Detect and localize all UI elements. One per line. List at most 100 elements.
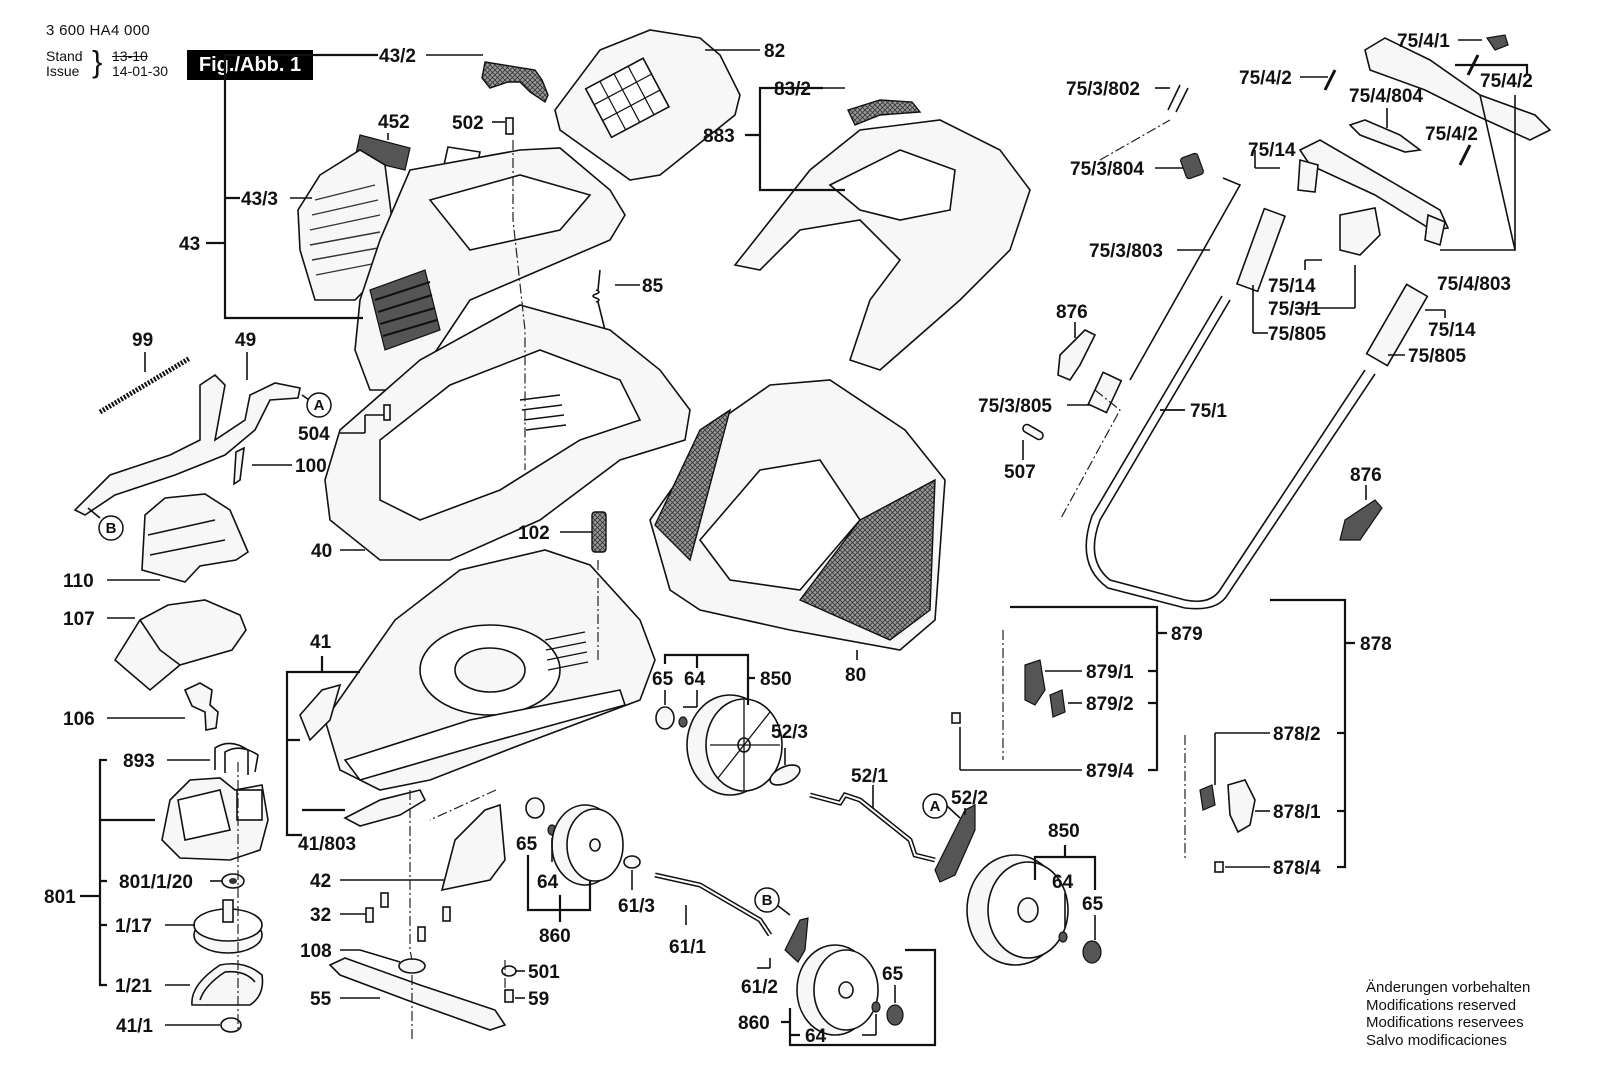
label-1-21: 1/21 (115, 976, 152, 997)
label-102: 102 (518, 523, 550, 544)
label-879-1: 879/1 (1086, 662, 1134, 683)
label-80: 80 (845, 665, 866, 686)
label-52-1: 52/1 (851, 766, 888, 787)
label-876-lower: 876 (1350, 465, 1382, 486)
label-61-2: 61/2 (741, 977, 778, 998)
guard-42 (440, 803, 506, 892)
label-61-1: 61/1 (669, 937, 706, 958)
label-878: 878 (1360, 634, 1392, 655)
label-1-17: 1/17 (115, 916, 152, 937)
part-labels: 43/2 82 83/2 883 452 502 43/3 43 85 99 4… (44, 31, 1533, 1047)
switch-106 (183, 682, 219, 731)
marker-a-upper: A (306, 392, 332, 418)
bushing-52-3 (769, 764, 801, 786)
clip-75-4-1 (1485, 34, 1509, 51)
link-100 (233, 446, 245, 486)
cap-65d (1082, 940, 1102, 964)
label-65-rear-left: 65 (516, 834, 538, 855)
label-55: 55 (310, 989, 332, 1010)
label-507: 507 (1004, 462, 1036, 483)
notice-de: Änderungen vorbehalten (1366, 979, 1531, 996)
label-41-803: 41/803 (298, 834, 356, 855)
chassis-40 (324, 304, 691, 561)
handle-top-75-4 (1364, 37, 1552, 141)
label-75-4-2-right: 75/4/2 (1480, 71, 1533, 92)
label-41-1: 41/1 (116, 1016, 153, 1037)
label-65-right: 65 (1082, 894, 1104, 915)
label-40: 40 (311, 541, 332, 562)
stand-label: Stand (46, 48, 83, 64)
switch-box-75-3-1 (1339, 207, 1381, 256)
clamp-75-3-805 (1087, 371, 1123, 414)
label-43-3: 43/3 (241, 189, 278, 210)
label-883: 883 (703, 126, 735, 147)
label-82: 82 (764, 41, 785, 62)
label-32: 32 (310, 905, 331, 926)
label-75-3-802: 75/3/802 (1066, 79, 1140, 100)
label-878-4: 878/4 (1273, 858, 1321, 879)
issue-date: 14-01-30 (112, 63, 169, 79)
label-876-upper: 876 (1056, 302, 1088, 323)
washer-64c (871, 1001, 881, 1013)
label-801-1-20: 801/1/20 (119, 872, 193, 893)
label-110: 110 (63, 571, 94, 592)
label-75-4-2-top: 75/4/2 (1239, 68, 1292, 89)
label-85: 85 (642, 276, 664, 297)
label-107: 107 (63, 609, 95, 630)
label-99: 99 (132, 330, 153, 351)
notice-es: Salvo modificaciones (1366, 1031, 1507, 1049)
screws-32 (365, 892, 451, 942)
svg-text:B: B (106, 520, 117, 537)
wheel-850a (686, 694, 783, 796)
modifications-notice: Änderungen vorbehalten Modifications res… (1366, 979, 1530, 1049)
label-860-rear-right: 860 (738, 1013, 770, 1034)
issue-label: Issue (46, 63, 80, 79)
lever-49 (73, 373, 301, 516)
washer-64a (678, 716, 688, 728)
svg-text:A: A (314, 397, 325, 414)
label-502: 502 (452, 113, 484, 134)
svg-text:A: A (930, 798, 941, 815)
label-75-14-mid: 75/14 (1268, 276, 1316, 297)
cover-82 (554, 29, 741, 181)
blade-55 (328, 957, 507, 1031)
handle-lower-75-4-803 (1297, 139, 1450, 247)
screw-879-4 (951, 712, 961, 724)
label-64-right: 64 (1052, 872, 1074, 893)
cover-75-805a (1235, 207, 1287, 293)
washer-108 (398, 958, 426, 974)
brace-glyph: } (92, 44, 103, 79)
axle-52-1 (809, 792, 936, 863)
flap-110 (141, 493, 249, 583)
label-75-3-804: 75/3/804 (1070, 159, 1144, 180)
notice-fr: Modifications reservees (1366, 1014, 1524, 1031)
cap-65a (655, 706, 675, 730)
label-878-1: 878/1 (1273, 802, 1321, 823)
label-879-4: 879/4 (1086, 761, 1134, 782)
leader-lines (87, 39, 1482, 1026)
label-43-2: 43/2 (379, 46, 416, 67)
rear-flap-41-803 (343, 789, 427, 827)
label-43: 43 (179, 234, 200, 255)
label-106: 106 (63, 709, 95, 730)
spring-85 (592, 269, 606, 331)
tube-878 (1171, 488, 1328, 856)
label-75-805-left: 75/805 (1268, 324, 1327, 345)
height-lever-61-2 (784, 917, 809, 963)
handle-bar-75-1 (1085, 295, 1376, 610)
grass-box-80 (649, 379, 946, 651)
deck-41 (324, 549, 656, 791)
pulley-1-17 (193, 899, 263, 954)
cable-893 (214, 742, 259, 775)
notice-en: Modifications reserved (1366, 996, 1517, 1014)
label-879-2: 879/2 (1086, 694, 1134, 715)
label-65-rear-right: 65 (882, 964, 904, 985)
label-75-3-805: 75/3/805 (978, 396, 1052, 417)
knob-876b (1339, 499, 1383, 541)
label-850-right: 850 (1048, 821, 1080, 842)
handle-grip-83-2 (847, 99, 922, 126)
label-75-14-top: 75/14 (1248, 140, 1296, 161)
nut-879-2 (1049, 689, 1066, 718)
label-75-805-right: 75/805 (1408, 346, 1467, 367)
